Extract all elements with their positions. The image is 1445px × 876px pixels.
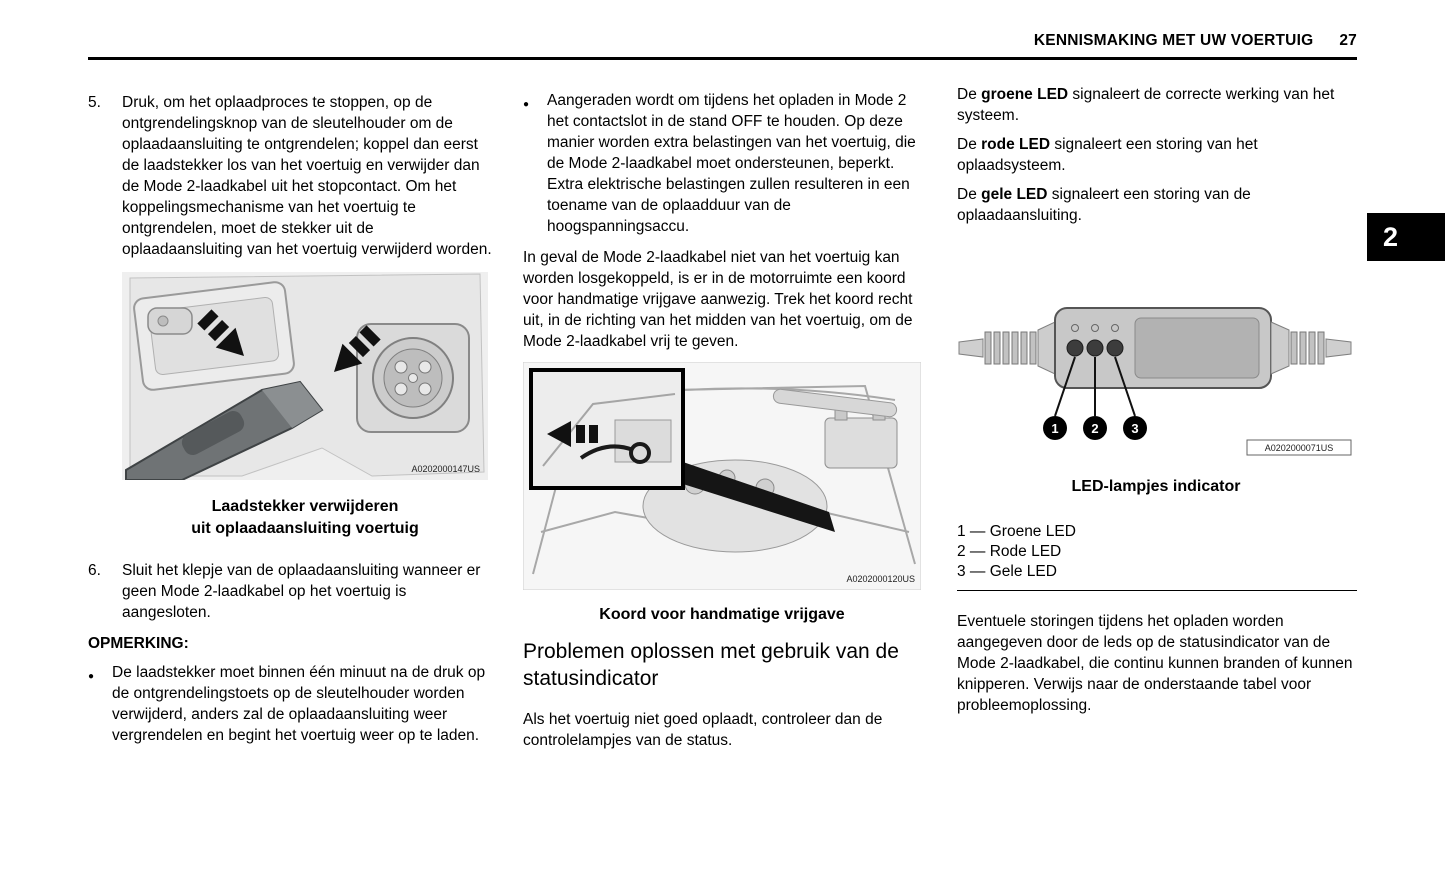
list-item-5: 5. Druk, om het oplaadproces te stoppen,… (88, 92, 492, 260)
legend-item-red: 2 — Rode LED (957, 543, 1062, 560)
figure-led-indicator: 1 2 3 (957, 282, 1355, 498)
led-icons (1071, 324, 1119, 332)
charging-advice-text: Aangeraden wordt om tijdens het opladen … (547, 92, 916, 235)
note-bullet-text: De laadstekker moet binnen één minuut na… (112, 664, 486, 744)
note-heading: OPMERKING: (88, 635, 189, 652)
charge-connector (125, 380, 324, 480)
charge-port (356, 323, 470, 433)
red-led-suffix: signaleert een storing van het oplaadsys… (957, 136, 1258, 174)
green-led-prefix: De (957, 86, 982, 103)
header-title: KENNISMAKING MET UW VOERTUIG (1033, 32, 1314, 49)
figure-1-caption-line2: uit oplaadaansluiting voertuig (191, 520, 419, 537)
engine-bay-illustration: A0202000120US (523, 362, 921, 590)
page-number: 27 (1339, 32, 1357, 49)
callout-lines (1054, 356, 1136, 417)
chapter-tab: 2 (1367, 213, 1445, 261)
figure-3-caption: LED-lampjes indicator (1071, 478, 1241, 495)
release-ring (629, 442, 651, 464)
figure-2-caption: Koord voor handmatige vrijgave (599, 606, 845, 623)
cable-left (958, 321, 1056, 375)
status-leds (1066, 339, 1124, 357)
figure-3-label-box: A0202000071US (1246, 439, 1352, 456)
red-led-paragraph: De rode LED signaleert een storing van h… (957, 134, 1357, 176)
red-led-term: rode LED (981, 136, 1051, 153)
figure-manual-release: A0202000120US Koord voor handmatige vrij… (523, 362, 921, 626)
column-left: 5. Druk, om het oplaadproces te stoppen,… (88, 92, 492, 746)
svg-text:3: 3 (1131, 421, 1138, 436)
green-led-suffix: signaleert de correcte werking van het s… (957, 86, 1335, 124)
red-led (1086, 339, 1104, 357)
chapter-number: 2 (1383, 221, 1399, 252)
column-middle: Aangeraden wordt om tijdens het opladen … (523, 90, 923, 751)
green-led-term: groene LED (981, 86, 1069, 103)
callout-3: 3 (1123, 416, 1147, 440)
figure-connector-removal: A0202000147US Laadstekker verwijderen ui… (122, 272, 488, 540)
yellow-led (1106, 339, 1124, 357)
control-box-panel (1134, 317, 1260, 379)
green-led-paragraph: De groene LED signaleert de correcte wer… (957, 84, 1357, 126)
bullet-icon (88, 662, 112, 746)
yellow-led-term: gele LED (981, 186, 1048, 203)
led-indicator-illustration: 1 2 3 (958, 307, 1352, 456)
callout-1: 1 (1043, 416, 1067, 440)
section-heading: Problemen oplossen met gebruik van de st… (523, 640, 899, 690)
figure-1-label: A0202000147US (411, 464, 480, 474)
svg-text:1: 1 (1051, 421, 1058, 436)
item-6-number: 6. (88, 562, 101, 579)
manual-release-paragraph: In geval de Mode 2-laadkabel niet van he… (523, 249, 913, 350)
page-header: KENNISMAKING MET UW VOERTUIG 27 (1034, 32, 1357, 50)
note-bullet-item: De laadstekker moet binnen één minuut na… (88, 662, 492, 746)
figure-1-caption: Laadstekker verwijderen uit oplaadaanslu… (122, 496, 488, 540)
release-arrow-icon (197, 309, 244, 356)
unplug-arrow-icon (334, 325, 381, 372)
status-check-paragraph: Als het voertuig niet goed oplaadt, cont… (523, 711, 883, 750)
yellow-led-suffix: signaleert een storing van de oplaadaans… (957, 186, 1251, 224)
pull-arrow-icon (547, 421, 598, 447)
strut-bar (772, 388, 898, 418)
led-legend: 1 — Groene LED 2 — Rode LED 3 — Gele LED (957, 522, 1357, 591)
svg-text:2: 2 (1091, 421, 1098, 436)
item-6-text: Sluit het klepje van de oplaadaansluitin… (122, 562, 481, 621)
callout-wedge (683, 462, 835, 532)
battery (824, 417, 898, 469)
charging-advice-bullet: Aangeraden wordt om tijdens het opladen … (523, 90, 923, 237)
yellow-led-paragraph: De gele LED signaleert een storing van d… (957, 184, 1357, 226)
release-cord (579, 444, 634, 460)
item-5-number: 5. (88, 94, 101, 111)
connector-removal-illustration: A0202000147US (122, 272, 488, 480)
troubleshooting-paragraph: Eventuele storingen tijdens het opladen … (957, 613, 1353, 714)
bullet-icon (523, 90, 547, 237)
callout-2: 2 (1083, 416, 1107, 440)
green-led (1066, 339, 1084, 357)
red-led-prefix: De (957, 136, 982, 153)
list-item-6: 6. Sluit het klepje van de oplaadaanslui… (88, 560, 492, 623)
legend-rule (957, 590, 1357, 591)
legend-item-yellow: 3 — Gele LED (957, 563, 1057, 580)
item-5-text: Druk, om het oplaadproces te stoppen, op… (122, 94, 492, 258)
yellow-led-prefix: De (957, 186, 982, 203)
header-rule (88, 57, 1357, 60)
inset-detail (529, 368, 685, 490)
figure-2-label: A0202000120US (846, 574, 915, 584)
column-right: De groene LED signaleert de correcte wer… (957, 84, 1357, 716)
cable-right (1270, 321, 1352, 375)
figure-1-caption-line1: Laadstekker verwijderen (211, 498, 399, 515)
key-fob (147, 307, 193, 335)
legend-item-green: 1 — Groene LED (957, 523, 1076, 540)
figure-3-label: A0202000071US (1265, 443, 1334, 453)
